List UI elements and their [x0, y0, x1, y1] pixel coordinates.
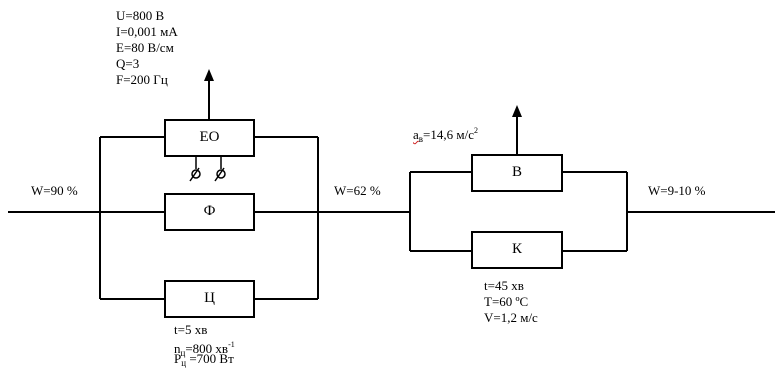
ts-rotation-subscript: ц [180, 348, 186, 358]
v-block-label: В [511, 164, 522, 180]
eo-field-strength: E=80 В/см [116, 40, 174, 55]
eo-q-value: Q=3 [116, 56, 140, 71]
middle-moisture-label: W=62 % [334, 183, 381, 198]
ts-rotation-speed: nц=800 хв-1 [174, 337, 235, 361]
ts-time: t=5 хв [174, 322, 208, 337]
k-velocity: V=1,2 м/с [484, 310, 538, 325]
ts-power-symbol: P [174, 351, 182, 366]
electrode-tick-left [189, 167, 200, 182]
eo-frequency: F=200 Гц [116, 72, 168, 87]
electrode-tick-right [214, 167, 225, 182]
eo-voltage: U=800 В [116, 8, 165, 23]
k-temperature: T=60 ºС [484, 294, 529, 309]
ts-rotation-superscript: -1 [228, 340, 235, 349]
ts-power-value: =700 Вт [186, 351, 234, 366]
ts-power: Pц =700 Вт [174, 351, 234, 371]
eo-block-label: ЕО [199, 129, 220, 145]
ts-rotation-value: =800 хв [185, 341, 229, 356]
input-moisture-label: W=90 % [31, 183, 78, 198]
ts-rotation-symbol: n [174, 341, 181, 356]
v-acceleration-value: =14,6 м/с [423, 127, 474, 142]
v-acceleration: ав=14,6 м/с2 [413, 123, 478, 147]
k-block-label: К [511, 241, 522, 257]
ts-block [164, 280, 255, 318]
v-output-arrow-head [512, 105, 522, 117]
eo-output-arrow-head [204, 69, 214, 81]
ts-block-label: Ц [204, 290, 215, 306]
output-moisture-label: W=9-10 % [648, 183, 706, 198]
v-acceleration-superscript: 2 [473, 126, 478, 135]
v-acceleration-symbol: а [413, 127, 419, 142]
k-block [471, 231, 563, 269]
k-time: t=45 хв [484, 278, 524, 293]
f-block [164, 193, 255, 231]
v-acceleration-subscript: в [418, 134, 424, 144]
eo-current: I=0,001 мА [116, 24, 178, 39]
ts-power-subscript: ц [181, 358, 187, 368]
f-block-label: Ф [203, 203, 216, 219]
